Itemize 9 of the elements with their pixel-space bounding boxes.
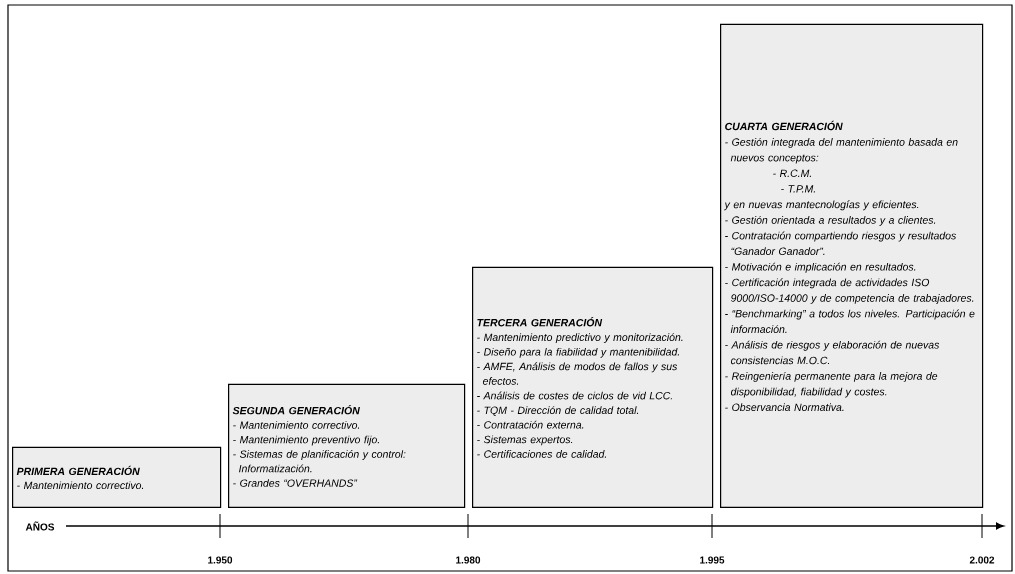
year-label: 2.002 bbox=[968, 555, 996, 565]
axis-label: AÑOS bbox=[24, 520, 56, 532]
year-label: 1.995 bbox=[698, 555, 726, 565]
year-label: 1.950 bbox=[206, 555, 234, 565]
year-label: 1.980 bbox=[454, 555, 482, 565]
generation-box: PRIMERA GENERACIÓN - Mantenimiento correctivo. bbox=[12, 446, 222, 508]
generation-box: TERCERA GENERACIÓN - Mantenimiento predictivo y monitorización. - Diseño para la fiabilidad y mantenibilidad. - AMFE, Análisis de modos de fallos y sus efectos. - Análisis de costes de ciclos de vid LCC. - TQM - Dirección de calidad total. - Contratación externa. - Sistemas expertos. - Certificaciones de calidad. bbox=[472, 266, 714, 508]
generation-box: SEGUNDA GENERACIÓN - Mantenimiento correctivo. - Mantenimiento preventivo fijo. - Sistemas de planificación y control: Informatización. - Grandes “OVERHANDS” bbox=[228, 383, 466, 508]
generation-box: CUARTA GENERACIÓN - Gestión integrada del mantenimiento basada en nuevos conceptos: - R.C.M. - T.P.M. y en nuevas mantecnologías y eficientes. - Gestión orientada a resultados y a clientes. - Contratación compartiendo riesgos y resultados “Ganador Ganador”. - Motivación e implicación en resultados. - Certificación integrada de actividades ISO 9000/ISO-14000 y de competencia de trabajadores. - “Benchmarking” a todos los niveles. Participación e información. - Análisis de riesgos y elaboración de nuevas consistencias M.O.C. - Reingeniería permanente para la mejora de disponibilidad, fiabilidad y costes. - Observancia Normativa. bbox=[720, 23, 984, 508]
